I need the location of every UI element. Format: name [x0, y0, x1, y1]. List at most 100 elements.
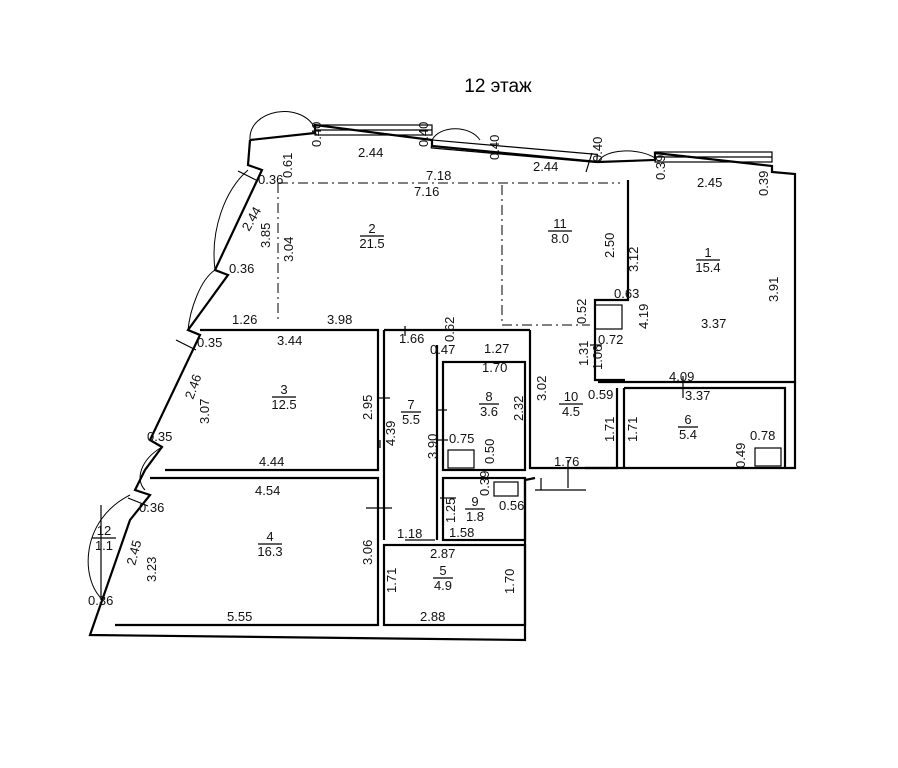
dimension-label: 2.32	[511, 396, 526, 421]
dimension-label: 0.35	[197, 335, 222, 350]
dimension-label: 0.39	[653, 155, 668, 180]
dimension-label: 3.37	[685, 388, 710, 403]
dimension-label: 0.78	[750, 428, 775, 443]
dimension-label: 3.90	[425, 434, 440, 459]
room-11: 11 8.0	[548, 216, 572, 246]
dimension-label: 2.44	[358, 145, 383, 160]
dimension-label: 0.75	[449, 431, 474, 446]
dimension-label: 3.06	[360, 540, 375, 565]
svg-text:4.9: 4.9	[434, 578, 452, 593]
dimension-label: 1.18	[397, 526, 422, 541]
dimension-label: 1.70	[502, 569, 517, 594]
dimension-label: 2.88	[420, 609, 445, 624]
room-1: 1 15.4	[695, 245, 720, 275]
dimension-label: 5.55	[227, 609, 252, 624]
svg-text:16.3: 16.3	[257, 544, 282, 559]
dimension-label: 7.18	[426, 168, 451, 183]
dimension-label: 0.47	[430, 342, 455, 357]
svg-text:3: 3	[280, 382, 287, 397]
svg-text:7: 7	[407, 397, 414, 412]
dimension-label: 3.98	[327, 312, 352, 327]
dimension-label: 1.06	[590, 345, 605, 370]
room-3: 3 12.5	[271, 382, 296, 412]
dimension-label: 1.76	[554, 454, 579, 469]
room-4: 4 16.3	[257, 529, 282, 559]
dimension-label: 0.49	[733, 443, 748, 468]
svg-text:11: 11	[553, 216, 567, 231]
dimension-label: 1.70	[482, 360, 507, 375]
dimension-label: 0.50	[482, 439, 497, 464]
svg-text:1.8: 1.8	[466, 509, 484, 524]
svg-text:1.1: 1.1	[95, 538, 113, 553]
dimension-label: 0.40	[590, 137, 605, 162]
room-labels: 1 15.4 2 21.5 3 12.5 4 16.3 5 4.9 6 5.4	[92, 216, 721, 593]
dimension-label: 1.58	[449, 525, 474, 540]
svg-text:12: 12	[97, 523, 111, 538]
dimension-label: 0.52	[574, 299, 589, 324]
dimension-label: 3.91	[766, 277, 781, 302]
room-6: 6 5.4	[678, 412, 698, 442]
dimension-label: 0.36	[88, 593, 113, 608]
dimension-labels: 0.40 2.44 0.40 0.40 2.44 0.40 0.39 2.45 0.39 0.61…	[88, 122, 781, 624]
svg-text:9: 9	[471, 494, 478, 509]
dimension-label: 1.27	[484, 341, 509, 356]
dimension-label: 3.37	[701, 316, 726, 331]
svg-text:8.0: 8.0	[551, 231, 569, 246]
room-9: 9 1.8	[465, 494, 485, 524]
room-5: 5 4.9	[433, 563, 453, 593]
svg-text:3.6: 3.6	[480, 404, 498, 419]
dimension-label: 0.40	[487, 135, 502, 160]
dimension-label: 2.95	[360, 395, 375, 420]
svg-text:15.4: 15.4	[695, 260, 720, 275]
dimension-label: 0.36	[139, 500, 164, 515]
svg-text:5.4: 5.4	[679, 427, 697, 442]
room-10: 10 4.5	[559, 389, 583, 419]
room-2: 2 21.5	[359, 221, 384, 251]
dimension-label: 0.39	[477, 471, 492, 496]
dimension-label: 3.44	[277, 333, 302, 348]
floor-title: 12 этаж	[464, 76, 532, 97]
svg-text:8: 8	[485, 389, 492, 404]
dimension-label: 2.45	[123, 538, 144, 566]
door-markers	[127, 152, 684, 541]
dimension-label: 0.63	[614, 286, 639, 301]
dimension-label: 0.40	[309, 122, 324, 147]
dimension-label: 2.44	[533, 159, 558, 174]
dimension-label: 1.26	[232, 312, 257, 327]
dimension-label: 1.31	[576, 341, 591, 366]
dimension-label: 2.45	[697, 175, 722, 190]
dimension-label: 3.23	[144, 557, 159, 582]
dimension-label: 3.12	[626, 247, 641, 272]
dimension-label: 0.36	[258, 172, 283, 187]
svg-text:2: 2	[368, 221, 375, 236]
dimension-label: 3.85	[258, 223, 273, 248]
svg-text:5.5: 5.5	[402, 412, 420, 427]
dimension-label: 0.36	[229, 261, 254, 276]
dimension-label: 0.62	[442, 317, 457, 342]
svg-text:21.5: 21.5	[359, 236, 384, 251]
dimension-label: 2.46	[182, 372, 205, 401]
dimension-label: 3.02	[534, 376, 549, 401]
dimension-label: 4.44	[259, 454, 284, 469]
dimension-label: 1.71	[602, 417, 617, 442]
interior-walls	[115, 180, 787, 627]
svg-text:12.5: 12.5	[271, 397, 296, 412]
dimension-label: 1.66	[399, 331, 424, 346]
dimension-label: 1.71	[384, 568, 399, 593]
dimension-label: 0.40	[416, 122, 431, 147]
dimension-label: 3.07	[197, 399, 212, 424]
dimension-label: 1.71	[625, 417, 640, 442]
dimension-label: 0.39	[756, 171, 771, 196]
room-7: 7 5.5	[401, 397, 421, 427]
svg-text:4: 4	[266, 529, 273, 544]
dimension-label: 4.39	[383, 421, 398, 446]
svg-text:6: 6	[684, 412, 691, 427]
balcony-arcs	[87, 111, 656, 601]
svg-text:5: 5	[439, 563, 446, 578]
windows	[314, 124, 773, 164]
dimension-label: 0.59	[588, 387, 613, 402]
dimension-label: 0.61	[280, 153, 295, 178]
room-8: 8 3.6	[479, 389, 499, 419]
dimension-label: 0.72	[598, 332, 623, 347]
